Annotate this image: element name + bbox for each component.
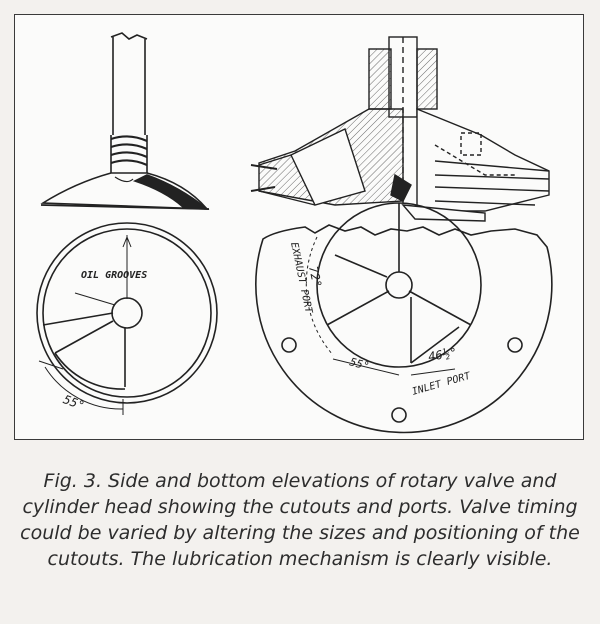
label-angle-46: 46½° xyxy=(427,345,458,364)
valve-side-view xyxy=(40,32,210,211)
cylinder-head-plan xyxy=(255,202,553,434)
label-angle-72: 72° xyxy=(306,265,324,289)
cylinder-head-section xyxy=(250,36,550,222)
valve-drawing: OIL GROOVES 55° EXHAUST PORT 72° 55° 4 xyxy=(36,32,553,434)
figure-caption: Fig. 3. Side and bottom elevations of ro… xyxy=(20,470,580,570)
label-angle-55-right: 55° xyxy=(348,355,371,373)
label-oil-grooves: OIL GROOVES xyxy=(81,270,147,281)
valve-disc-plan xyxy=(36,222,218,415)
label-angle-55-left: 55° xyxy=(61,392,86,413)
figure-frame: OIL GROOVES 55° EXHAUST PORT 72° 55° 4 xyxy=(14,14,584,440)
